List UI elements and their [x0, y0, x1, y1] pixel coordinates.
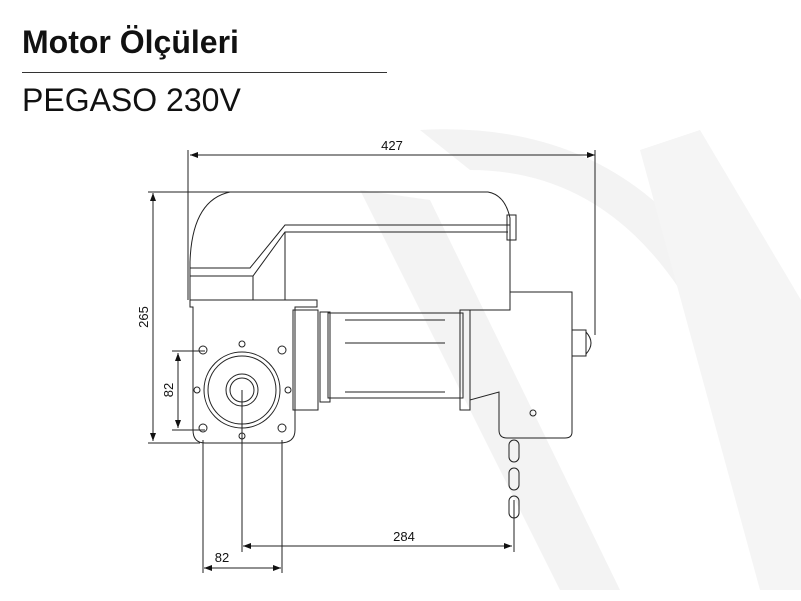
dim-shaft-to-chain: 284 — [393, 529, 415, 544]
dimension-lines — [148, 150, 596, 573]
dim-overall-width: 427 — [381, 138, 403, 153]
flange — [193, 340, 292, 440]
model-name: PEGASO 230V — [22, 82, 241, 118]
dim-overall-height: 265 — [136, 306, 151, 328]
dim-flange-width: 82 — [215, 550, 229, 565]
page-title: Motor Ölçüleri — [22, 24, 239, 60]
title-divider — [22, 72, 387, 73]
dim-flange-height: 82 — [161, 383, 176, 397]
chain — [508, 439, 520, 532]
